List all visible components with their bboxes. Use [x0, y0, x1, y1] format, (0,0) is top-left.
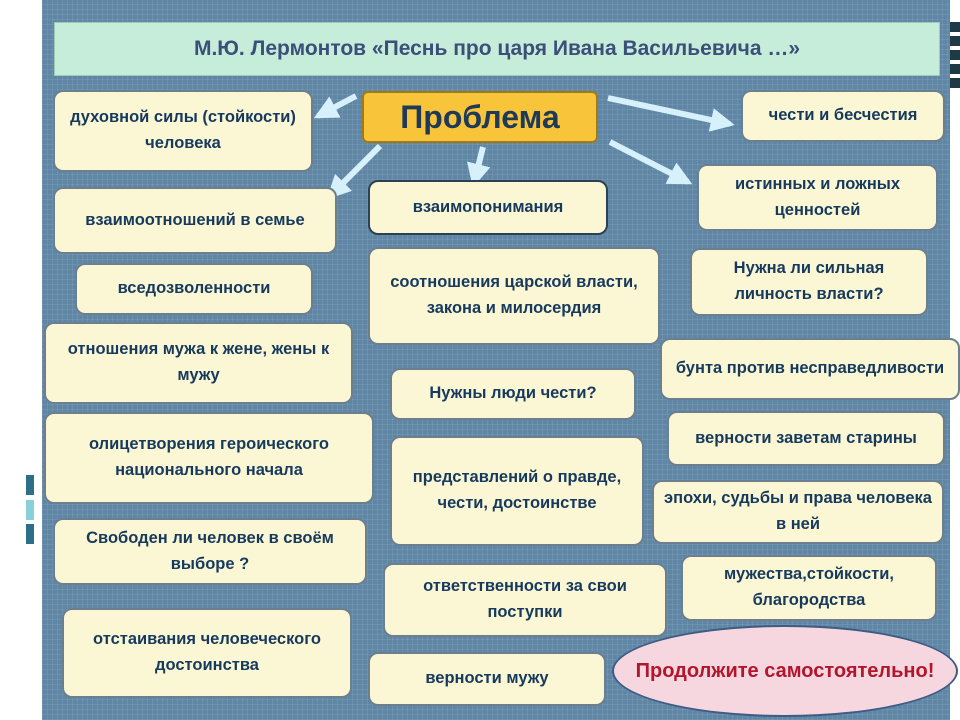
- box-true-false-values: истинных и ложных ценностей: [697, 164, 938, 231]
- slide-title: М.Ю. Лермонтов «Песнь про царя Ивана Вас…: [54, 22, 940, 76]
- decor-mark: [26, 500, 34, 520]
- box-people-of-honor: Нужны люди чести?: [390, 368, 636, 420]
- arrow-to-honor: [607, 95, 735, 132]
- box-spiritual-strength: духовной силы (стойкости) человека: [53, 90, 313, 172]
- box-tsar-power: соотношения царской власти, закона и мил…: [368, 247, 660, 345]
- box-responsibility: ответственности за свои поступки: [383, 563, 667, 637]
- arrow-to-family: [326, 143, 383, 200]
- arrow-to-understanding: [467, 146, 491, 188]
- box-husband-wife: отношения мужа к жене, жены к мужу: [44, 322, 353, 404]
- arrow-to-spiritual-strength: [313, 93, 358, 119]
- box-family-relations: взаимоотношений в семье: [53, 187, 337, 254]
- arrow-to-values: [608, 139, 693, 185]
- central-problem-node: Проблема: [362, 91, 598, 143]
- box-permissiveness: вседозволенности: [75, 263, 313, 315]
- box-old-traditions: верности заветам старины: [667, 411, 945, 466]
- box-free-choice: Свободен ли человек в своём выборе ?: [53, 518, 367, 585]
- box-heroic-national: олицетворения героического национального…: [44, 412, 374, 504]
- box-epoch-fate: эпохи, судьбы и права человека в ней: [652, 480, 944, 544]
- left-decor-strip: [0, 0, 42, 720]
- box-rebellion: бунта против несправедливости: [660, 338, 960, 400]
- continue-oval: Продолжите самостоятельно!: [612, 625, 958, 717]
- box-understanding: взаимопонимания: [368, 180, 608, 235]
- box-strong-leader: Нужна ли сильная личность власти?: [690, 248, 928, 316]
- box-husband-loyalty: верности мужу: [368, 652, 606, 706]
- decor-mark: [26, 475, 34, 495]
- box-human-dignity: отстаивания человеческого достоинства: [62, 608, 352, 698]
- bars-icon: [944, 22, 960, 102]
- box-honor-dishonor: чести и бесчестия: [741, 90, 945, 142]
- decor-mark: [26, 524, 34, 544]
- box-truth-honor: представлений о правде, чести, достоинст…: [390, 436, 644, 546]
- box-courage: мужества,стойкости, благородства: [681, 555, 937, 621]
